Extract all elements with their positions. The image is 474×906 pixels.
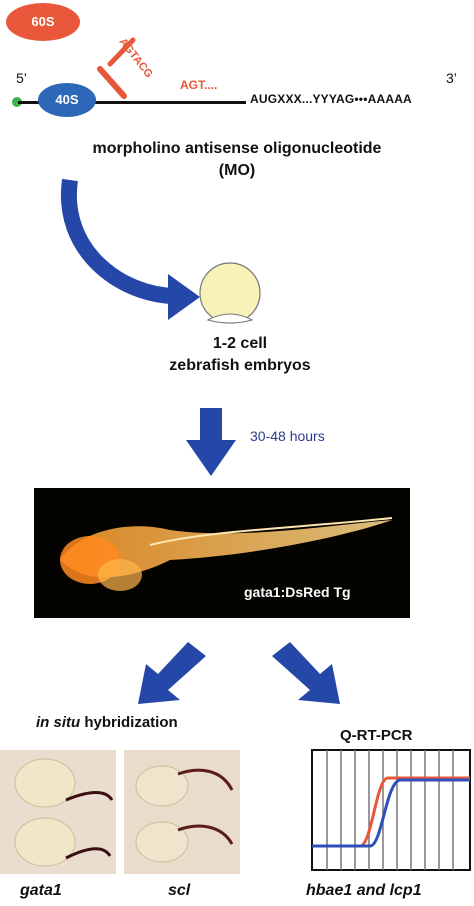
- curved-arrow-icon: [60, 178, 200, 320]
- ribosome-40s-label: 40S: [55, 92, 79, 107]
- caption-qpcr: hbae1 and lcp1: [306, 882, 422, 899]
- fluorescent-embryo-image: [34, 488, 410, 618]
- fluorescence-label: gata1:DsRed Tg: [244, 584, 351, 600]
- down-arrow-icon: [186, 408, 236, 476]
- in-situ-label-italic: in situ: [36, 714, 81, 731]
- morpholino-abbrev: (MO): [218, 162, 256, 179]
- mrna-sequence: AUGXXX...YYYAG•••AAAAA: [250, 92, 412, 106]
- in-situ-label-rest: hybridization: [80, 714, 178, 731]
- caption-scl: scl: [168, 882, 191, 899]
- in-situ-image-gata1: [0, 750, 116, 874]
- caption-gata1: gata1: [20, 882, 62, 899]
- cap-dot-icon: [12, 97, 22, 107]
- morpholino-blocker-icon: [97, 37, 136, 99]
- morpholino-sequence-continued: AGT....: [180, 78, 218, 92]
- qpcr-plot: [311, 749, 471, 871]
- ribosome-40s: 40S: [38, 83, 96, 117]
- ribosome-60s-label: 60S: [31, 14, 55, 29]
- morpholino-title: morpholino antisense oligonucleotide: [92, 140, 382, 157]
- embryo-icon: [199, 262, 261, 324]
- five-prime-label: 5’: [16, 70, 27, 86]
- ribosome-60s: 60S: [6, 3, 80, 41]
- three-prime-label: 3’: [446, 70, 457, 86]
- diagonal-arrow-left-icon: [138, 642, 206, 704]
- embryo-subtitle: zebrafish embryos: [169, 357, 311, 374]
- diagonal-arrow-right-icon: [272, 642, 340, 704]
- embryo-title: 1-2 cell: [212, 335, 268, 352]
- in-situ-image-scl: [124, 750, 240, 874]
- mrna-strand: [18, 101, 246, 104]
- incubation-label: 30-48 hours: [250, 428, 325, 444]
- qpcr-label: Q-RT-PCR: [340, 727, 413, 744]
- in-situ-label: in situ hybridization: [36, 714, 178, 731]
